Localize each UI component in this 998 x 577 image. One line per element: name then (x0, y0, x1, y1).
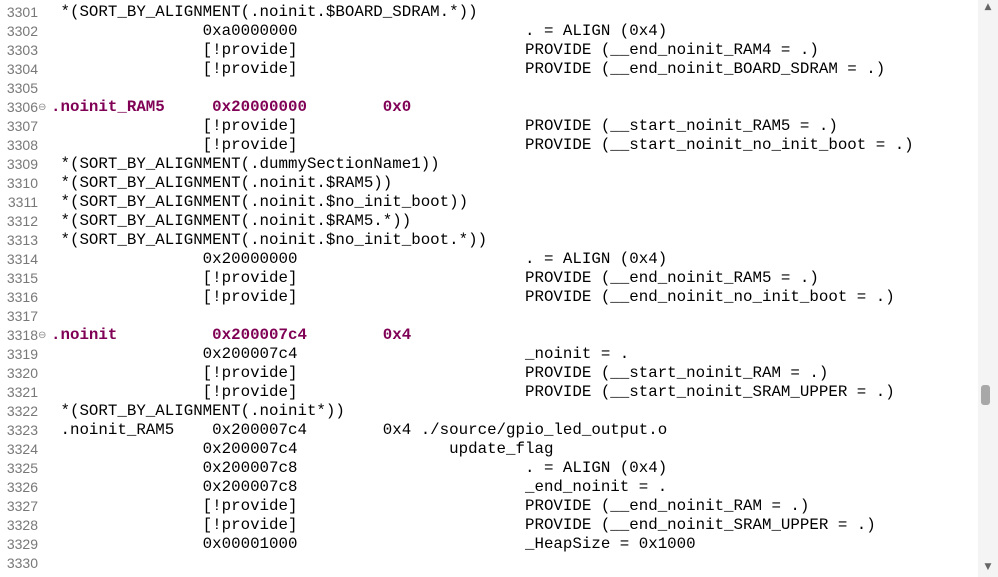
code-text: 0x200007c8 . = ALIGN (0x4) (51, 459, 668, 477)
line-number: 3312 (6, 213, 38, 229)
line-number: 3314 (6, 251, 38, 267)
code-line[interactable]: 3330 (0, 554, 978, 573)
code-text: *(SORT_BY_ALIGNMENT(.noinit.$RAM5.*)) (51, 212, 412, 230)
scroll-down-arrow-icon[interactable]: ▼ (984, 562, 992, 572)
line-number: 3303 (6, 42, 38, 58)
code-text: [!provide] PROVIDE (__start_noinit_RAM5 … (51, 117, 838, 135)
fold-collapse-icon[interactable]: ⊖ (38, 330, 47, 341)
line-number: 3318 (6, 327, 38, 343)
code-line[interactable]: 3303 [!provide] PROVIDE (__end_noinit_RA… (0, 41, 978, 60)
code-text: [!provide] PROVIDE (__end_noinit_RAM4 = … (51, 41, 819, 59)
code-line[interactable]: 3316 [!provide] PROVIDE (__end_noinit_no… (0, 288, 978, 307)
code-text: 0x200007c4 _noinit = . (51, 345, 630, 363)
code-text: [!provide] PROVIDE (__end_noinit_SRAM_UP… (51, 516, 876, 534)
line-number: 3317 (6, 308, 38, 324)
map-file-editor[interactable]: 3301 *(SORT_BY_ALIGNMENT(.noinit.$BOARD_… (0, 0, 978, 577)
code-text: 0x200007c8 _end_noinit = . (51, 478, 668, 496)
scrollbar-thumb[interactable] (981, 385, 990, 405)
code-line[interactable]: 3302 0xa0000000 . = ALIGN (0x4) (0, 22, 978, 41)
line-number: 3329 (6, 536, 38, 552)
code-line[interactable]: 3319 0x200007c4 _noinit = . (0, 345, 978, 364)
code-line[interactable]: 3301 *(SORT_BY_ALIGNMENT(.noinit.$BOARD_… (0, 3, 978, 22)
code-text: 0x200007c4 update_flag (51, 440, 554, 458)
code-line[interactable]: 3324 0x200007c4 update_flag (0, 440, 978, 459)
code-text: [!provide] PROVIDE (__start_noinit_RAM =… (51, 364, 829, 382)
line-number: 3313 (6, 232, 38, 248)
code-text: [!provide] PROVIDE (__start_noinit_SRAM_… (51, 383, 895, 401)
line-number: 3327 (6, 498, 38, 514)
code-line[interactable]: 3325 0x200007c8 . = ALIGN (0x4) (0, 459, 978, 478)
line-number: 3305 (6, 80, 38, 96)
line-number: 3326 (6, 479, 38, 495)
line-number: 3321 (6, 384, 38, 400)
code-text: *(SORT_BY_ALIGNMENT(.noinit.$RAM5)) (51, 174, 393, 192)
code-line[interactable]: 3329 0x00001000 _HeapSize = 0x1000 (0, 535, 978, 554)
line-number: 3330 (6, 555, 38, 571)
line-number: 3304 (6, 61, 38, 77)
line-number: 3316 (6, 289, 38, 305)
code-text: [!provide] PROVIDE (__end_noinit_no_init… (51, 288, 895, 306)
code-line[interactable]: 3327 [!provide] PROVIDE (__end_noinit_RA… (0, 497, 978, 516)
code-line[interactable]: 3305 (0, 79, 978, 98)
line-number: 3311 (7, 194, 38, 210)
code-line[interactable]: 3322 *(SORT_BY_ALIGNMENT(.noinit*)) (0, 402, 978, 421)
code-text: *(SORT_BY_ALIGNMENT(.noinit*)) (51, 402, 345, 420)
code-line[interactable]: 3306⊖ .noinit_RAM5 0x20000000 0x0 (0, 98, 978, 117)
code-line[interactable]: 3323 .noinit_RAM5 0x200007c4 0x4 ./sourc… (0, 421, 978, 440)
code-line[interactable]: 3328 [!provide] PROVIDE (__end_noinit_SR… (0, 516, 978, 535)
code-line[interactable]: 3309 *(SORT_BY_ALIGNMENT(.dummySectionNa… (0, 155, 978, 174)
code-line[interactable]: 3311 *(SORT_BY_ALIGNMENT(.noinit.$no_ini… (0, 193, 978, 212)
code-line[interactable]: 3313 *(SORT_BY_ALIGNMENT(.noinit.$no_ini… (0, 231, 978, 250)
section-header-text: .noinit_RAM5 0x20000000 0x0 (51, 98, 412, 116)
line-number: 3310 (6, 175, 38, 191)
code-line[interactable]: 3304 [!provide] PROVIDE (__end_noinit_BO… (0, 60, 978, 79)
code-text: *(SORT_BY_ALIGNMENT(.noinit.$no_init_boo… (51, 193, 469, 211)
line-number: 3306 (6, 99, 38, 115)
line-number: 3308 (6, 137, 38, 153)
fold-collapse-icon[interactable]: ⊖ (38, 102, 47, 113)
code-text: *(SORT_BY_ALIGNMENT(.dummySectionName1)) (51, 155, 440, 173)
code-line[interactable]: 3315 [!provide] PROVIDE (__end_noinit_RA… (0, 269, 978, 288)
line-number: 3325 (6, 460, 38, 476)
code-text: 0x20000000 . = ALIGN (0x4) (51, 250, 668, 268)
code-text: *(SORT_BY_ALIGNMENT(.noinit.$BOARD_SDRAM… (51, 3, 478, 21)
line-number: 3324 (6, 441, 38, 457)
line-number: 3309 (6, 156, 38, 172)
line-number: 3307 (6, 118, 38, 134)
vertical-scrollbar[interactable]: ▲ ▼ (978, 0, 998, 577)
code-text: 0x00001000 _HeapSize = 0x1000 (51, 535, 696, 553)
line-number: 3323 (6, 422, 38, 438)
code-text: .noinit_RAM5 0x200007c4 0x4 ./source/gpi… (51, 421, 668, 439)
code-line[interactable]: 3318⊖ .noinit 0x200007c4 0x4 (0, 326, 978, 345)
line-number: 3322 (6, 403, 38, 419)
line-number: 3302 (6, 23, 38, 39)
line-number: 3301 (6, 4, 38, 20)
code-text: [!provide] PROVIDE (__end_noinit_RAM = .… (51, 497, 810, 515)
code-line[interactable]: 3308 [!provide] PROVIDE (__start_noinit_… (0, 136, 978, 155)
section-header-text: .noinit 0x200007c4 0x4 (51, 326, 412, 344)
code-line[interactable]: 3314 0x20000000 . = ALIGN (0x4) (0, 250, 978, 269)
code-text: [!provide] PROVIDE (__start_noinit_no_in… (51, 136, 914, 154)
line-number: 3320 (6, 365, 38, 381)
code-line[interactable]: 3320 [!provide] PROVIDE (__start_noinit_… (0, 364, 978, 383)
code-line[interactable]: 3321 [!provide] PROVIDE (__start_noinit_… (0, 383, 978, 402)
code-line[interactable]: 3312 *(SORT_BY_ALIGNMENT(.noinit.$RAM5.*… (0, 212, 978, 231)
code-line[interactable]: 3317 (0, 307, 978, 326)
line-number: 3328 (6, 517, 38, 533)
code-line[interactable]: 3310 *(SORT_BY_ALIGNMENT(.noinit.$RAM5)) (0, 174, 978, 193)
scroll-up-arrow-icon[interactable]: ▲ (984, 2, 992, 12)
code-text: [!provide] PROVIDE (__end_noinit_RAM5 = … (51, 269, 819, 287)
code-text: [!provide] PROVIDE (__end_noinit_BOARD_S… (51, 60, 886, 78)
code-text: *(SORT_BY_ALIGNMENT(.noinit.$no_init_boo… (51, 231, 488, 249)
line-number: 3319 (6, 346, 38, 362)
line-number: 3315 (6, 270, 38, 286)
code-text: 0xa0000000 . = ALIGN (0x4) (51, 22, 668, 40)
code-line[interactable]: 3326 0x200007c8 _end_noinit = . (0, 478, 978, 497)
code-line[interactable]: 3307 [!provide] PROVIDE (__start_noinit_… (0, 117, 978, 136)
